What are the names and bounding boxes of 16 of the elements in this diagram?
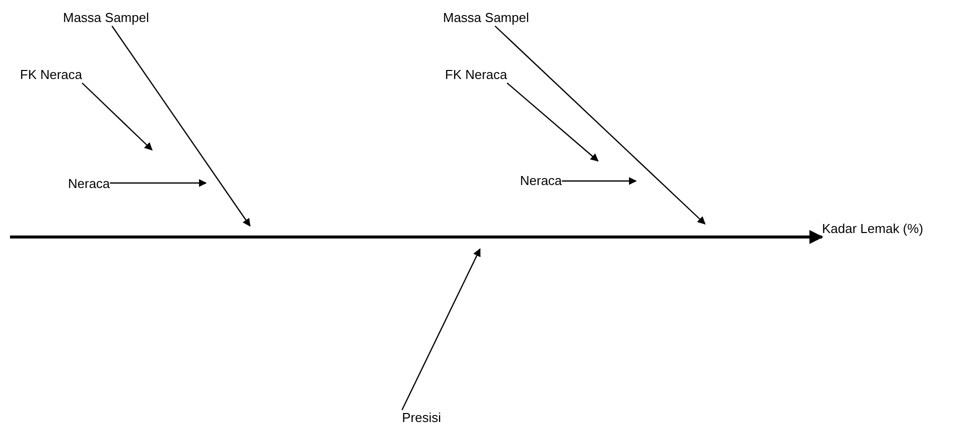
cause-label: Presisi: [402, 410, 442, 426]
cause-label: Massa Sampel: [63, 10, 149, 26]
arrow: [562, 177, 637, 185]
cause-label: Massa Sampel: [443, 10, 529, 26]
cause-label: Kadar Lemak (%): [822, 221, 924, 237]
spine-arrow: [10, 230, 824, 244]
arrow: [82, 82, 153, 151]
cause-label: Neraca: [68, 176, 110, 192]
arrow: [110, 179, 207, 187]
cause-label: Neraca: [520, 173, 562, 189]
arrow: [506, 82, 599, 162]
arrow: [112, 26, 250, 227]
cause-label: FK Neraca: [20, 67, 82, 83]
cause-label: FK Neraca: [445, 67, 508, 83]
arrow: [401, 248, 481, 410]
arrow: [494, 26, 706, 225]
